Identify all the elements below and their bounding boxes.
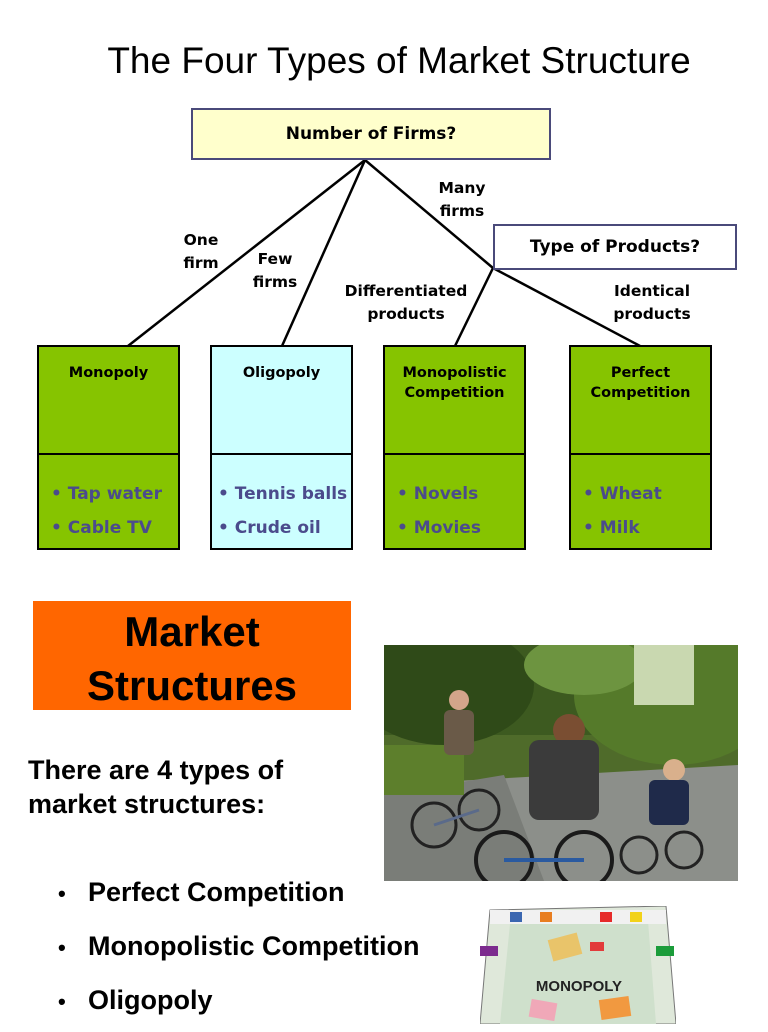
edge-oligopoly <box>280 159 367 347</box>
example-item: • Novels <box>397 484 479 504</box>
edge-monopoly <box>127 159 366 347</box>
structure-bullet-list: •Perfect Competition •Monopolistic Compe… <box>58 870 419 1032</box>
monopolistic-competition-box: Monopolistic Competition • Novels • Movi… <box>383 345 526 550</box>
list-item: •Oligopoly <box>58 985 213 1015</box>
example-item: • Cable TV <box>51 518 152 538</box>
monopoly-board-graphic <box>480 906 676 1024</box>
monopoly-box: Monopoly • Tap water • Cable TV <box>37 345 180 550</box>
edge-many <box>364 159 494 269</box>
label-identical-products: Identical products <box>613 282 691 323</box>
edge-monopolistic <box>453 267 495 347</box>
perfect-competition-heading: Perfect Competition <box>571 347 710 455</box>
page-title: The Four Types of Market Structure <box>107 40 691 81</box>
list-item-label: Monopolistic Competition <box>88 931 420 961</box>
label-few-firms: Few firms <box>252 250 298 291</box>
oligopoly-box: Oligopoly • Tennis balls • Crude oil <box>210 345 353 550</box>
list-item-label: Perfect Competition <box>88 877 345 907</box>
list-item: •Monopolistic Competition <box>58 931 420 961</box>
example-item: • Tap water <box>51 484 162 504</box>
cyclists-photo <box>384 645 738 881</box>
list-item-label: Oligopoly <box>88 985 213 1015</box>
oligopoly-heading: Oligopoly <box>212 347 351 455</box>
example-item: • Milk <box>583 518 640 538</box>
label-one-firm: One firm <box>183 231 219 272</box>
intro-text: There are 4 types of market structures: <box>28 755 284 819</box>
label-differentiated-products: Differentiated products <box>344 282 468 323</box>
monopoly-board-image: MONOPOLY <box>480 906 676 1024</box>
edge-perfect <box>492 266 641 348</box>
monopoly-logo-text: MONOPOLY <box>535 978 623 995</box>
perfect-competition-box: Perfect Competition • Wheat • Milk <box>569 345 712 550</box>
list-item: •Perfect Competition <box>58 877 345 907</box>
example-item: • Tennis balls <box>218 484 348 504</box>
example-item: • Crude oil <box>218 518 321 538</box>
label-many-firms: Many firms <box>438 179 486 220</box>
example-item: • Wheat <box>583 484 662 504</box>
monopoly-heading: Monopoly <box>39 347 178 455</box>
type-of-products-box: Type of Products? <box>493 224 737 270</box>
market-structures-banner: Market Structures <box>33 601 351 710</box>
example-item: • Movies <box>397 518 481 538</box>
number-of-firms-box: Number of Firms? <box>191 108 551 160</box>
monopolistic-competition-heading: Monopolistic Competition <box>385 347 524 455</box>
tree-connectors <box>127 159 641 348</box>
